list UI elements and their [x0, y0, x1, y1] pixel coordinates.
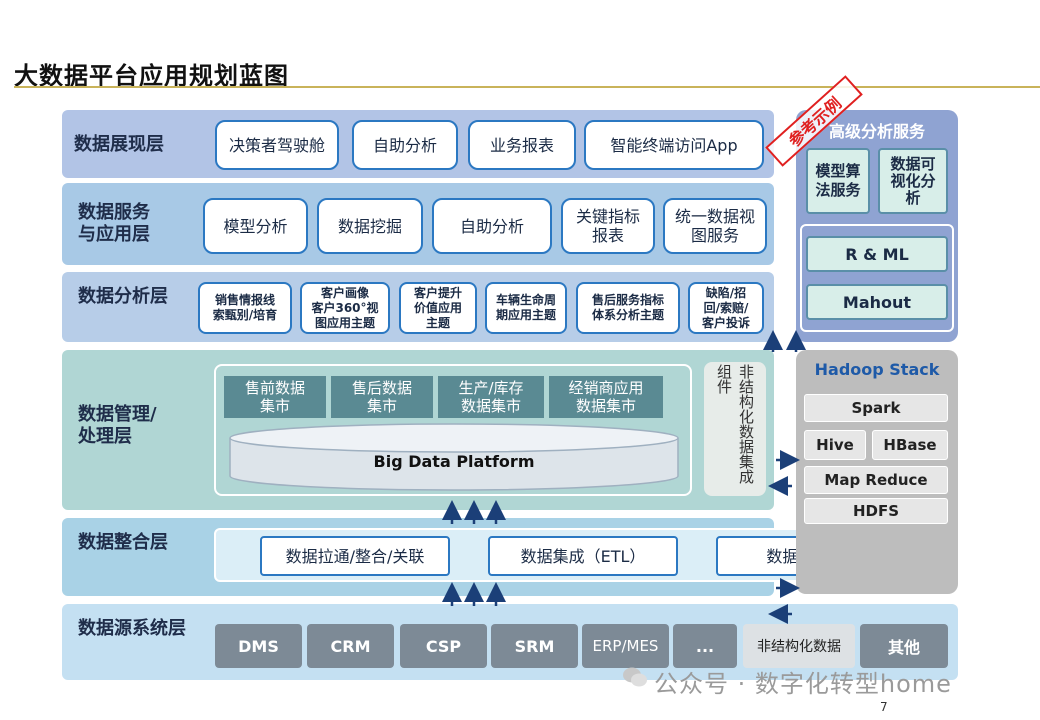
advanced-analytics-title: 高级分析服务 [828, 122, 925, 141]
source-csp: CSP [400, 624, 487, 668]
source-layer-label: 数据源系统层 [78, 618, 186, 639]
data-mining-item: 数据挖掘 [317, 198, 423, 254]
hadoop-stack-title: Hadoop Stack [814, 360, 940, 379]
source-other: 其他 [860, 624, 948, 668]
sales-intel-item: 销售情报线 索甄别/培育 [198, 282, 292, 334]
kpi-report-item: 关键指标 报表 [561, 198, 655, 254]
customer-value-item: 客户提升 价值应用 主题 [399, 282, 477, 334]
map-reduce-item: Map Reduce [804, 466, 948, 494]
page-title: 大数据平台应用规划蓝图 [14, 62, 289, 90]
presales-mart: 售前数据 集市 [224, 376, 326, 418]
business-report-item: 业务报表 [468, 120, 576, 170]
analysis-layer-label: 数据分析层 [78, 286, 168, 307]
etl-item: 数据集成（ETL） [488, 536, 678, 576]
platform-label: Big Data Platform [373, 452, 535, 471]
source-dms: DMS [215, 624, 302, 668]
platform-cylinder [229, 423, 679, 491]
management-layer-label: 数据管理/ 处理层 [78, 404, 157, 447]
spark-item: Spark [804, 394, 948, 422]
dealer-mart: 经销商应用 数据集市 [549, 376, 663, 418]
hive-item: Hive [804, 430, 866, 460]
mahout-item: Mahout [806, 284, 948, 320]
production-mart: 生产/库存 数据集市 [438, 376, 544, 418]
self-analysis-service-item: 自助分析 [432, 198, 552, 254]
source-erp-mes: ERP/MES [582, 624, 669, 668]
unified-view-item: 统一数据视 图服务 [663, 198, 767, 254]
unstructured-component-box [704, 362, 766, 496]
wechat-icon [622, 666, 648, 688]
presentation-layer-label: 数据展现层 [74, 134, 164, 155]
watermark-text: 公众号 · 数字化转型home [654, 670, 952, 698]
vehicle-lifecycle-item: 车辆生命周 期应用主题 [485, 282, 567, 334]
unstructured-component-label: 非结构化数据集成组件 [715, 364, 755, 484]
self-analysis-item: 自助分析 [352, 120, 458, 170]
data-mart-panel [214, 364, 692, 496]
source-crm: CRM [307, 624, 394, 668]
r-ml-item: R & ML [806, 236, 948, 272]
ml-group [800, 224, 954, 332]
source-srm: SRM [491, 624, 578, 668]
integration-layer-label: 数据整合层 [78, 532, 168, 553]
defect-recall-item: 缺陷/招 回/索赔/ 客户投诉 [688, 282, 764, 334]
source-more: ... [673, 624, 737, 668]
customer-360-item: 客户画像 客户360°视 图应用主题 [300, 282, 390, 334]
cockpit-item: 决策者驾驶舱 [215, 120, 339, 170]
title-divider [14, 86, 1040, 88]
service-layer-label: 数据服务 与应用层 [78, 202, 150, 245]
hbase-item: HBase [872, 430, 948, 460]
aftersales-mart: 售后数据 集市 [331, 376, 433, 418]
hdfs-item: HDFS [804, 498, 948, 524]
terminal-app-item: 智能终端访问App [584, 120, 764, 170]
model-analysis-item: 模型分析 [203, 198, 308, 254]
visualization-item: 数据可 视化分 析 [878, 148, 948, 214]
aftersales-kpi-item: 售后服务指标 体系分析主题 [576, 282, 680, 334]
model-algorithm-item: 模型算 法服务 [806, 148, 870, 214]
data-linking-item: 数据拉通/整合/关联 [260, 536, 450, 576]
source-unstructured: 非结构化数据 [743, 624, 855, 668]
page-number: 7 [880, 700, 888, 714]
